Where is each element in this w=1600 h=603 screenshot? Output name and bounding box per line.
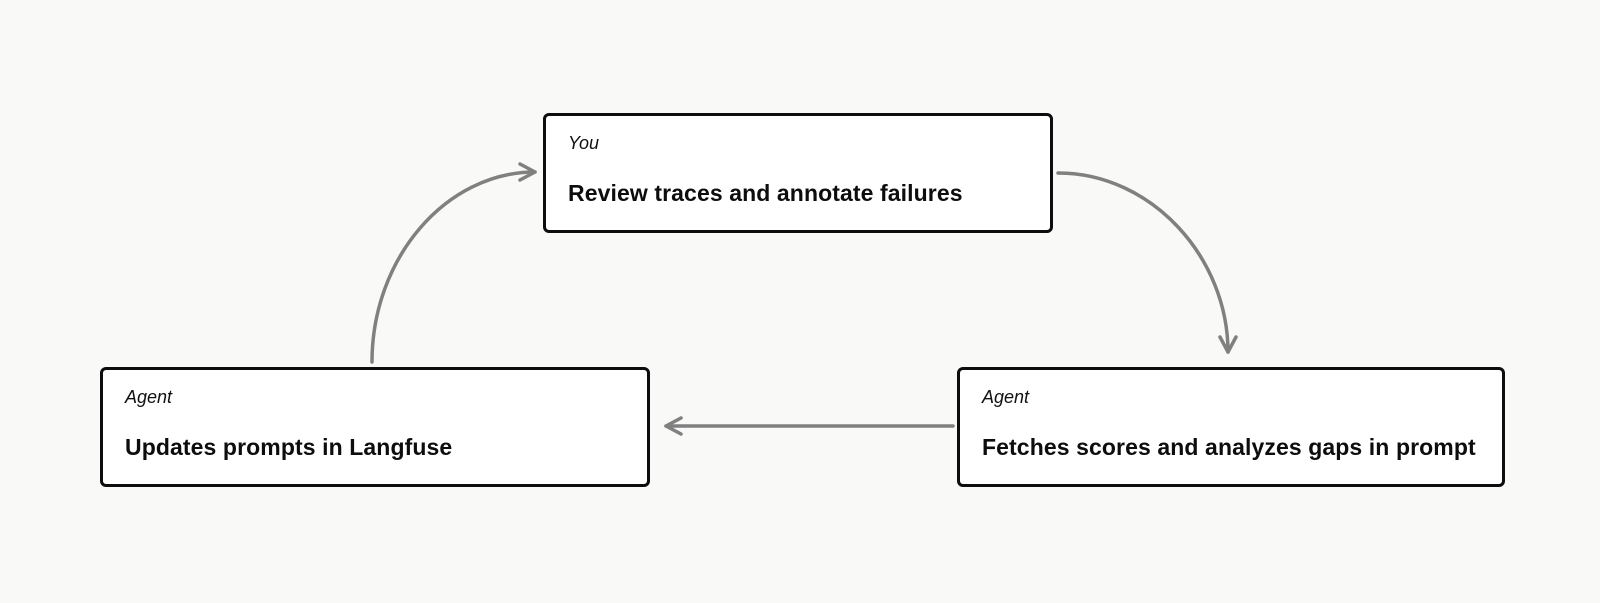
node-step-title: Fetches scores and analyzes gaps in prom… bbox=[982, 433, 1476, 460]
node-you-review: You Review traces and annotate failures bbox=[543, 113, 1053, 233]
node-agent-update: Agent Updates prompts in Langfuse bbox=[100, 367, 650, 487]
node-step-title: Updates prompts in Langfuse bbox=[125, 433, 453, 460]
node-actor-label: Agent bbox=[125, 387, 173, 407]
node-actor-label: You bbox=[568, 133, 600, 153]
node-actor-label: Agent bbox=[982, 387, 1030, 407]
node-agent-fetch: Agent Fetches scores and analyzes gaps i… bbox=[957, 367, 1505, 487]
edge-update-to-you-arrow bbox=[370, 162, 537, 364]
node-step-title: Review traces and annotate failures bbox=[568, 179, 963, 206]
edge-you-to-fetch-arrow bbox=[1056, 171, 1238, 354]
